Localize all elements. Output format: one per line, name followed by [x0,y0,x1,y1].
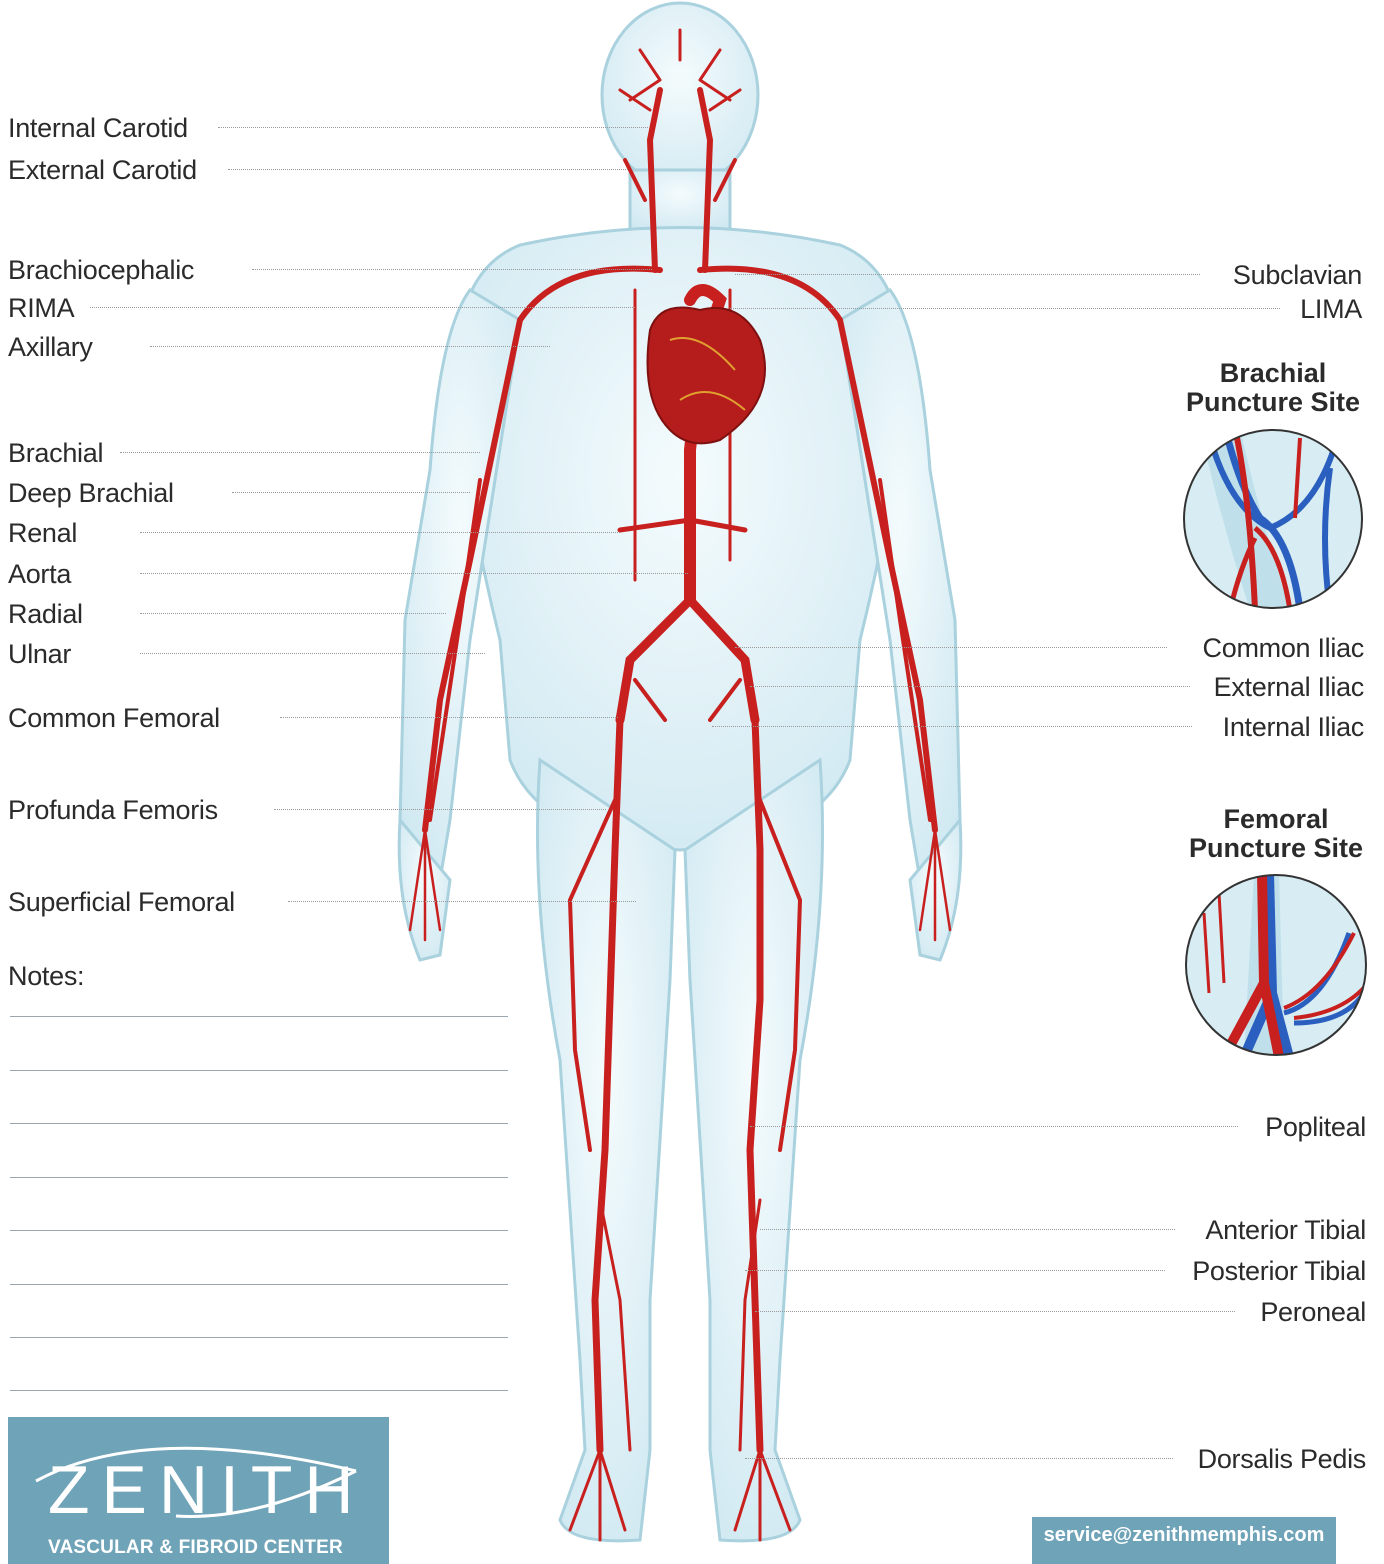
logo-subtitle: VASCULAR & FIBROID CENTER [48,1537,343,1559]
femoral-site-line2: Puncture Site [1156,834,1384,863]
label-external-iliac: External Iliac [1214,671,1364,703]
leader-line [755,1311,1235,1312]
label-ulnar: Ulnar [8,638,71,670]
leader-line [280,717,618,718]
leader-line [750,1126,1238,1127]
zenith-logo: ZENITH VASCULAR & FIBROID CENTER [8,1417,389,1564]
label-superficial-femoral: Superficial Femoral [8,886,235,918]
label-external-carotid: External Carotid [8,154,197,186]
label-aorta: Aorta [8,558,71,590]
label-anterior-tibial: Anterior Tibial [1205,1214,1366,1246]
notes-line[interactable] [10,1123,508,1124]
contact-box: service@zenithmemphis.com [1032,1517,1336,1564]
notes-line[interactable] [10,1390,508,1391]
label-common-femoral: Common Femoral [8,702,220,734]
notes-label: Notes: [8,960,84,992]
label-renal: Renal [8,517,77,549]
label-radial: Radial [8,598,83,630]
leader-line [218,127,648,128]
leader-line [735,647,1167,648]
femoral-puncture-inset [1184,873,1368,1057]
leader-line [120,452,480,453]
leader-line [745,1458,1173,1459]
label-brachiocephalic: Brachiocephalic [8,254,194,286]
label-axillary: Axillary [8,331,93,363]
label-rima: RIMA [8,292,74,324]
leader-line [232,492,470,493]
leader-line [150,346,550,347]
brachial-puncture-site-title: Brachial Puncture Site [1153,359,1384,417]
leader-line [735,274,1200,275]
label-subclavian: Subclavian [1233,259,1362,291]
brachial-site-line2: Puncture Site [1153,388,1384,417]
brachial-site-line1: Brachial [1153,359,1384,388]
leader-line [750,686,1190,687]
leader-line [140,613,446,614]
leader-line [252,269,652,270]
leader-line [228,169,628,170]
notes-line[interactable] [10,1337,508,1338]
leader-line [140,532,620,533]
label-peroneal: Peroneal [1260,1296,1366,1328]
label-brachial: Brachial [8,437,103,469]
notes-line[interactable] [10,1177,508,1178]
notes-line[interactable] [10,1230,508,1231]
notes-line[interactable] [10,1016,508,1017]
leader-line [745,1270,1165,1271]
leader-line [712,726,1192,727]
label-lima: LIMA [1300,293,1362,325]
leader-line [730,308,1280,309]
logo-wordmark: ZENITH [48,1451,366,1529]
label-common-iliac: Common Iliac [1203,632,1364,664]
label-deep-brachial: Deep Brachial [8,477,174,509]
brachial-puncture-inset [1180,428,1366,610]
label-popliteal: Popliteal [1265,1111,1366,1143]
notes-line[interactable] [10,1070,508,1071]
notes-line[interactable] [10,1284,508,1285]
leader-line [760,1229,1175,1230]
label-dorsalis-pedis: Dorsalis Pedis [1198,1443,1366,1475]
label-profunda-femoris: Profunda Femoris [8,794,218,826]
leader-line [140,573,688,574]
label-posterior-tibial: Posterior Tibial [1192,1255,1366,1287]
leader-line [288,901,636,902]
label-internal-carotid: Internal Carotid [8,112,188,144]
femoral-puncture-site-title: Femoral Puncture Site [1156,805,1384,863]
leader-line [274,809,606,810]
leader-line [90,307,635,308]
femoral-site-line1: Femoral [1156,805,1384,834]
contact-email[interactable]: service@zenithmemphis.com [1032,1524,1336,1547]
leader-line [140,653,485,654]
label-internal-iliac: Internal Iliac [1223,711,1364,743]
